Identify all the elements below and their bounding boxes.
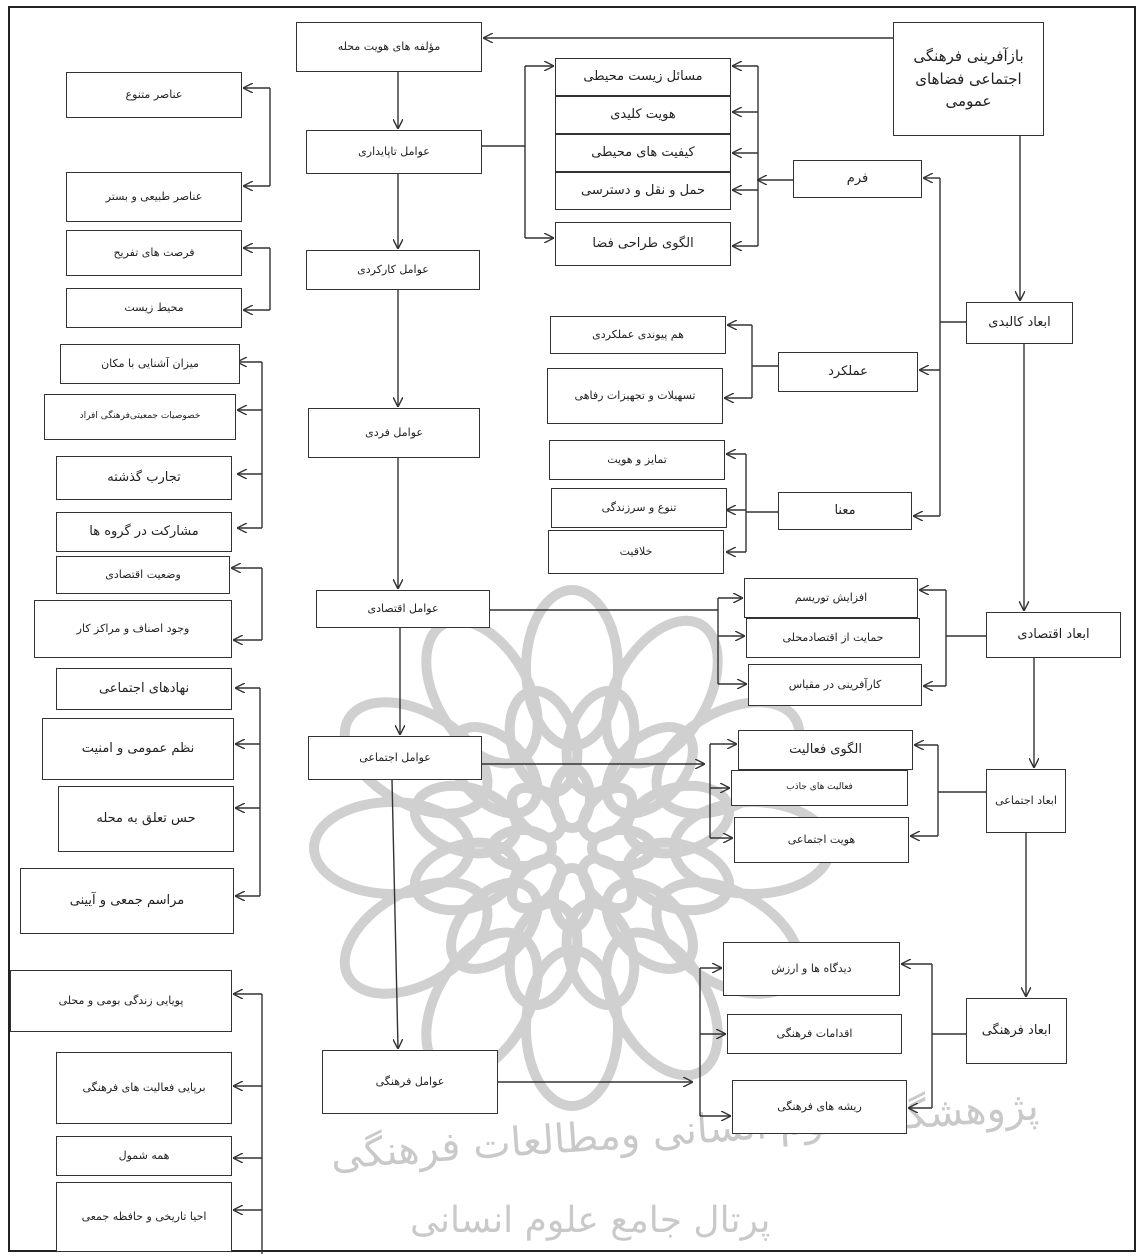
- function-item-2: تسهیلات و تجهیزات رفاهی: [547, 368, 723, 424]
- connector: [391, 779, 398, 1048]
- meaning-item-3: خلاقیت: [548, 530, 724, 574]
- left-item-17: همه شمول: [56, 1136, 232, 1176]
- left-item-12: نظم عمومی و امنیت: [42, 718, 234, 780]
- individual-factors-box: عوامل فردی: [308, 408, 480, 458]
- meaning-box: معنا: [778, 492, 912, 530]
- left-item-14: مراسم جمعی و آیینی: [20, 868, 234, 934]
- left-item-13: حس تعلق به محله: [58, 786, 234, 852]
- functional-factors-box: عوامل کارکردی: [306, 250, 480, 290]
- left-item-9: وضعیت اقتصادی: [56, 556, 230, 594]
- left-item-3: فرصت های تفریح: [66, 230, 242, 276]
- diagram-frame: [8, 6, 1136, 1252]
- cultural-dimension-box: ابعاد فرهنگی: [966, 998, 1067, 1064]
- form-item-3: کیفیت های محیطی: [555, 134, 731, 172]
- economic-dimension-box: ابعاد اقتصادی: [986, 612, 1121, 658]
- cultural-item-3: ریشه های فرهنگی: [732, 1080, 907, 1134]
- left-item-7: تجارب گذشته: [56, 456, 232, 500]
- sustainability-factors-box: عوامل تاپایداری: [306, 130, 482, 174]
- economic-item-2: حمایت از اقتصادمحلی: [746, 618, 920, 658]
- left-item-2: عناصر طبیعی و بستر: [66, 172, 242, 222]
- economic-item-3: کارآفرینی در مقیاس: [748, 664, 922, 706]
- left-item-4: محیط زیست: [66, 288, 242, 328]
- left-item-6: خصوصیات جمعیتی‌فرهنگی افراد: [44, 394, 236, 440]
- physical-dimension-box: ابعاد کالبدی: [966, 302, 1073, 344]
- title-box: بازآفرینی فرهنگی اجتماعی فضاهای عمومی: [893, 22, 1044, 136]
- left-item-5: میزان آشنایی با مکان: [60, 344, 240, 384]
- form-item-5: الگوی طراحی فضا: [555, 222, 731, 266]
- meaning-item-2: تنوع و سرزندگی: [551, 488, 727, 528]
- social-item-1: الگوی فعالیت: [738, 730, 913, 770]
- left-item-11: نهادهای اجتماعی: [56, 668, 232, 710]
- form-item-2: هویت کلیدی: [555, 96, 731, 134]
- left-item-10: وجود اصناف و مراکز کار: [34, 600, 232, 658]
- left-item-16: برپایی فعالیت های فرهنگی: [56, 1052, 232, 1124]
- cultural-item-2: اقدامات فرهنگی: [727, 1014, 902, 1054]
- meaning-item-1: تمایز و هویت: [549, 440, 725, 480]
- left-item-1: عناصر متنوع: [66, 72, 242, 118]
- cultural-item-1: دیدگاه ها و ارزش: [723, 942, 900, 996]
- social-factors-box: عوامل اجتماعی: [308, 736, 482, 780]
- social-dimension-box: ابعاد اجتماعی: [986, 769, 1066, 833]
- form-box: فرم: [793, 160, 922, 198]
- function-item-1: هم پیوندی عملکردی: [550, 316, 726, 354]
- social-item-2: فعالیت های جاذب: [731, 770, 908, 806]
- social-item-3: هویت اجتماعی: [734, 817, 909, 863]
- left-item-8: مشارکت در گروه ها: [56, 512, 232, 552]
- identity-components-box: مؤلفه های هویت محله: [296, 22, 482, 72]
- cultural-factors-box: عوامل فرهنگی: [322, 1050, 498, 1114]
- economic-factors-box: عوامل اقتصادی: [316, 590, 490, 628]
- left-item-18: احیا تاریخی و حافظه جمعی: [56, 1182, 232, 1252]
- left-item-15: پویایی زندگی بومی و محلی: [10, 970, 232, 1032]
- form-item-4: حمل و نقل و دسترسی: [555, 172, 731, 210]
- form-item-1: مسائل زیست محیطی: [555, 58, 731, 96]
- watermark-text-2: پرتال جامع علوم انسانی: [410, 1200, 771, 1241]
- function-box: عملکرد: [778, 352, 918, 392]
- economic-item-1: افزایش توریسم: [744, 578, 918, 618]
